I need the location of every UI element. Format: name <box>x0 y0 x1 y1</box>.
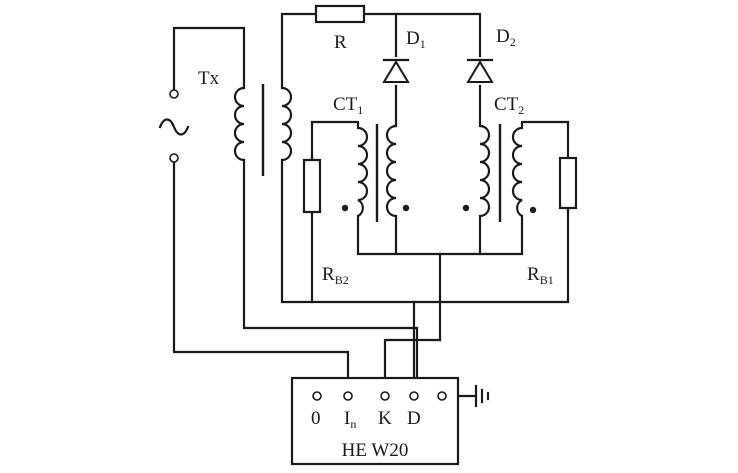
wire-source-bottom <box>172 160 350 394</box>
diode-d2 <box>466 58 494 83</box>
label-tester-name: HE W20 <box>342 440 409 461</box>
wire-return-bus <box>280 158 570 304</box>
label-d2: D2 <box>496 26 516 49</box>
tester-terminals <box>312 391 447 401</box>
ac-source-icon <box>158 89 190 163</box>
wire-primary-to-k <box>242 158 419 394</box>
label-rb1: RB1 <box>527 264 554 287</box>
terminal-in <box>343 391 353 401</box>
terminal-ground <box>437 391 447 401</box>
ct1-winding-coil <box>357 126 369 217</box>
label-terminal-in: In <box>344 408 356 431</box>
resistor-rb1 <box>558 156 578 210</box>
ct2-polarity-dot-right <box>529 206 537 214</box>
label-d1: D1 <box>406 28 426 51</box>
wire-rb1-top <box>520 120 570 160</box>
wire-center-to-k <box>383 338 442 394</box>
label-r: R <box>334 32 347 53</box>
terminal-k <box>380 391 390 401</box>
label-rb2: RB2 <box>322 264 349 287</box>
ct2-winding-coil <box>511 126 523 217</box>
label-ct2: CT2 <box>494 94 524 117</box>
ct2-polarity-dot-left <box>462 204 470 212</box>
ct1-transformer <box>341 124 410 222</box>
label-ct1: CT1 <box>333 94 363 117</box>
wire-source-top <box>172 26 246 92</box>
wire-top-bus <box>362 12 482 58</box>
ground-icon <box>474 384 490 408</box>
ct2-transformer <box>462 124 537 222</box>
ct1-secondary-coil <box>385 124 397 218</box>
tx-primary-coil <box>233 86 245 162</box>
tx-secondary-coil <box>281 86 293 162</box>
label-terminal-k: K <box>378 408 392 429</box>
diode-d1 <box>382 58 410 83</box>
ct1-polarity-dot-right <box>402 204 410 212</box>
wire-ct1-winding-bottom <box>356 214 524 256</box>
ct2-secondary-coil <box>479 124 491 218</box>
resistor-r <box>314 4 366 24</box>
ct1-polarity-dot-left <box>341 204 349 212</box>
wires <box>172 12 570 398</box>
tx-transformer <box>233 84 293 176</box>
terminal-0 <box>312 391 322 401</box>
resistor-rb2 <box>302 158 322 214</box>
wire-rb2-top <box>310 120 360 162</box>
label-tx: Tx <box>198 68 220 89</box>
wire-secondary-top <box>280 12 318 90</box>
label-terminal-d: D <box>407 408 421 429</box>
tester-box <box>290 376 460 466</box>
label-terminal-0: 0 <box>311 408 321 429</box>
terminal-d <box>409 391 419 401</box>
